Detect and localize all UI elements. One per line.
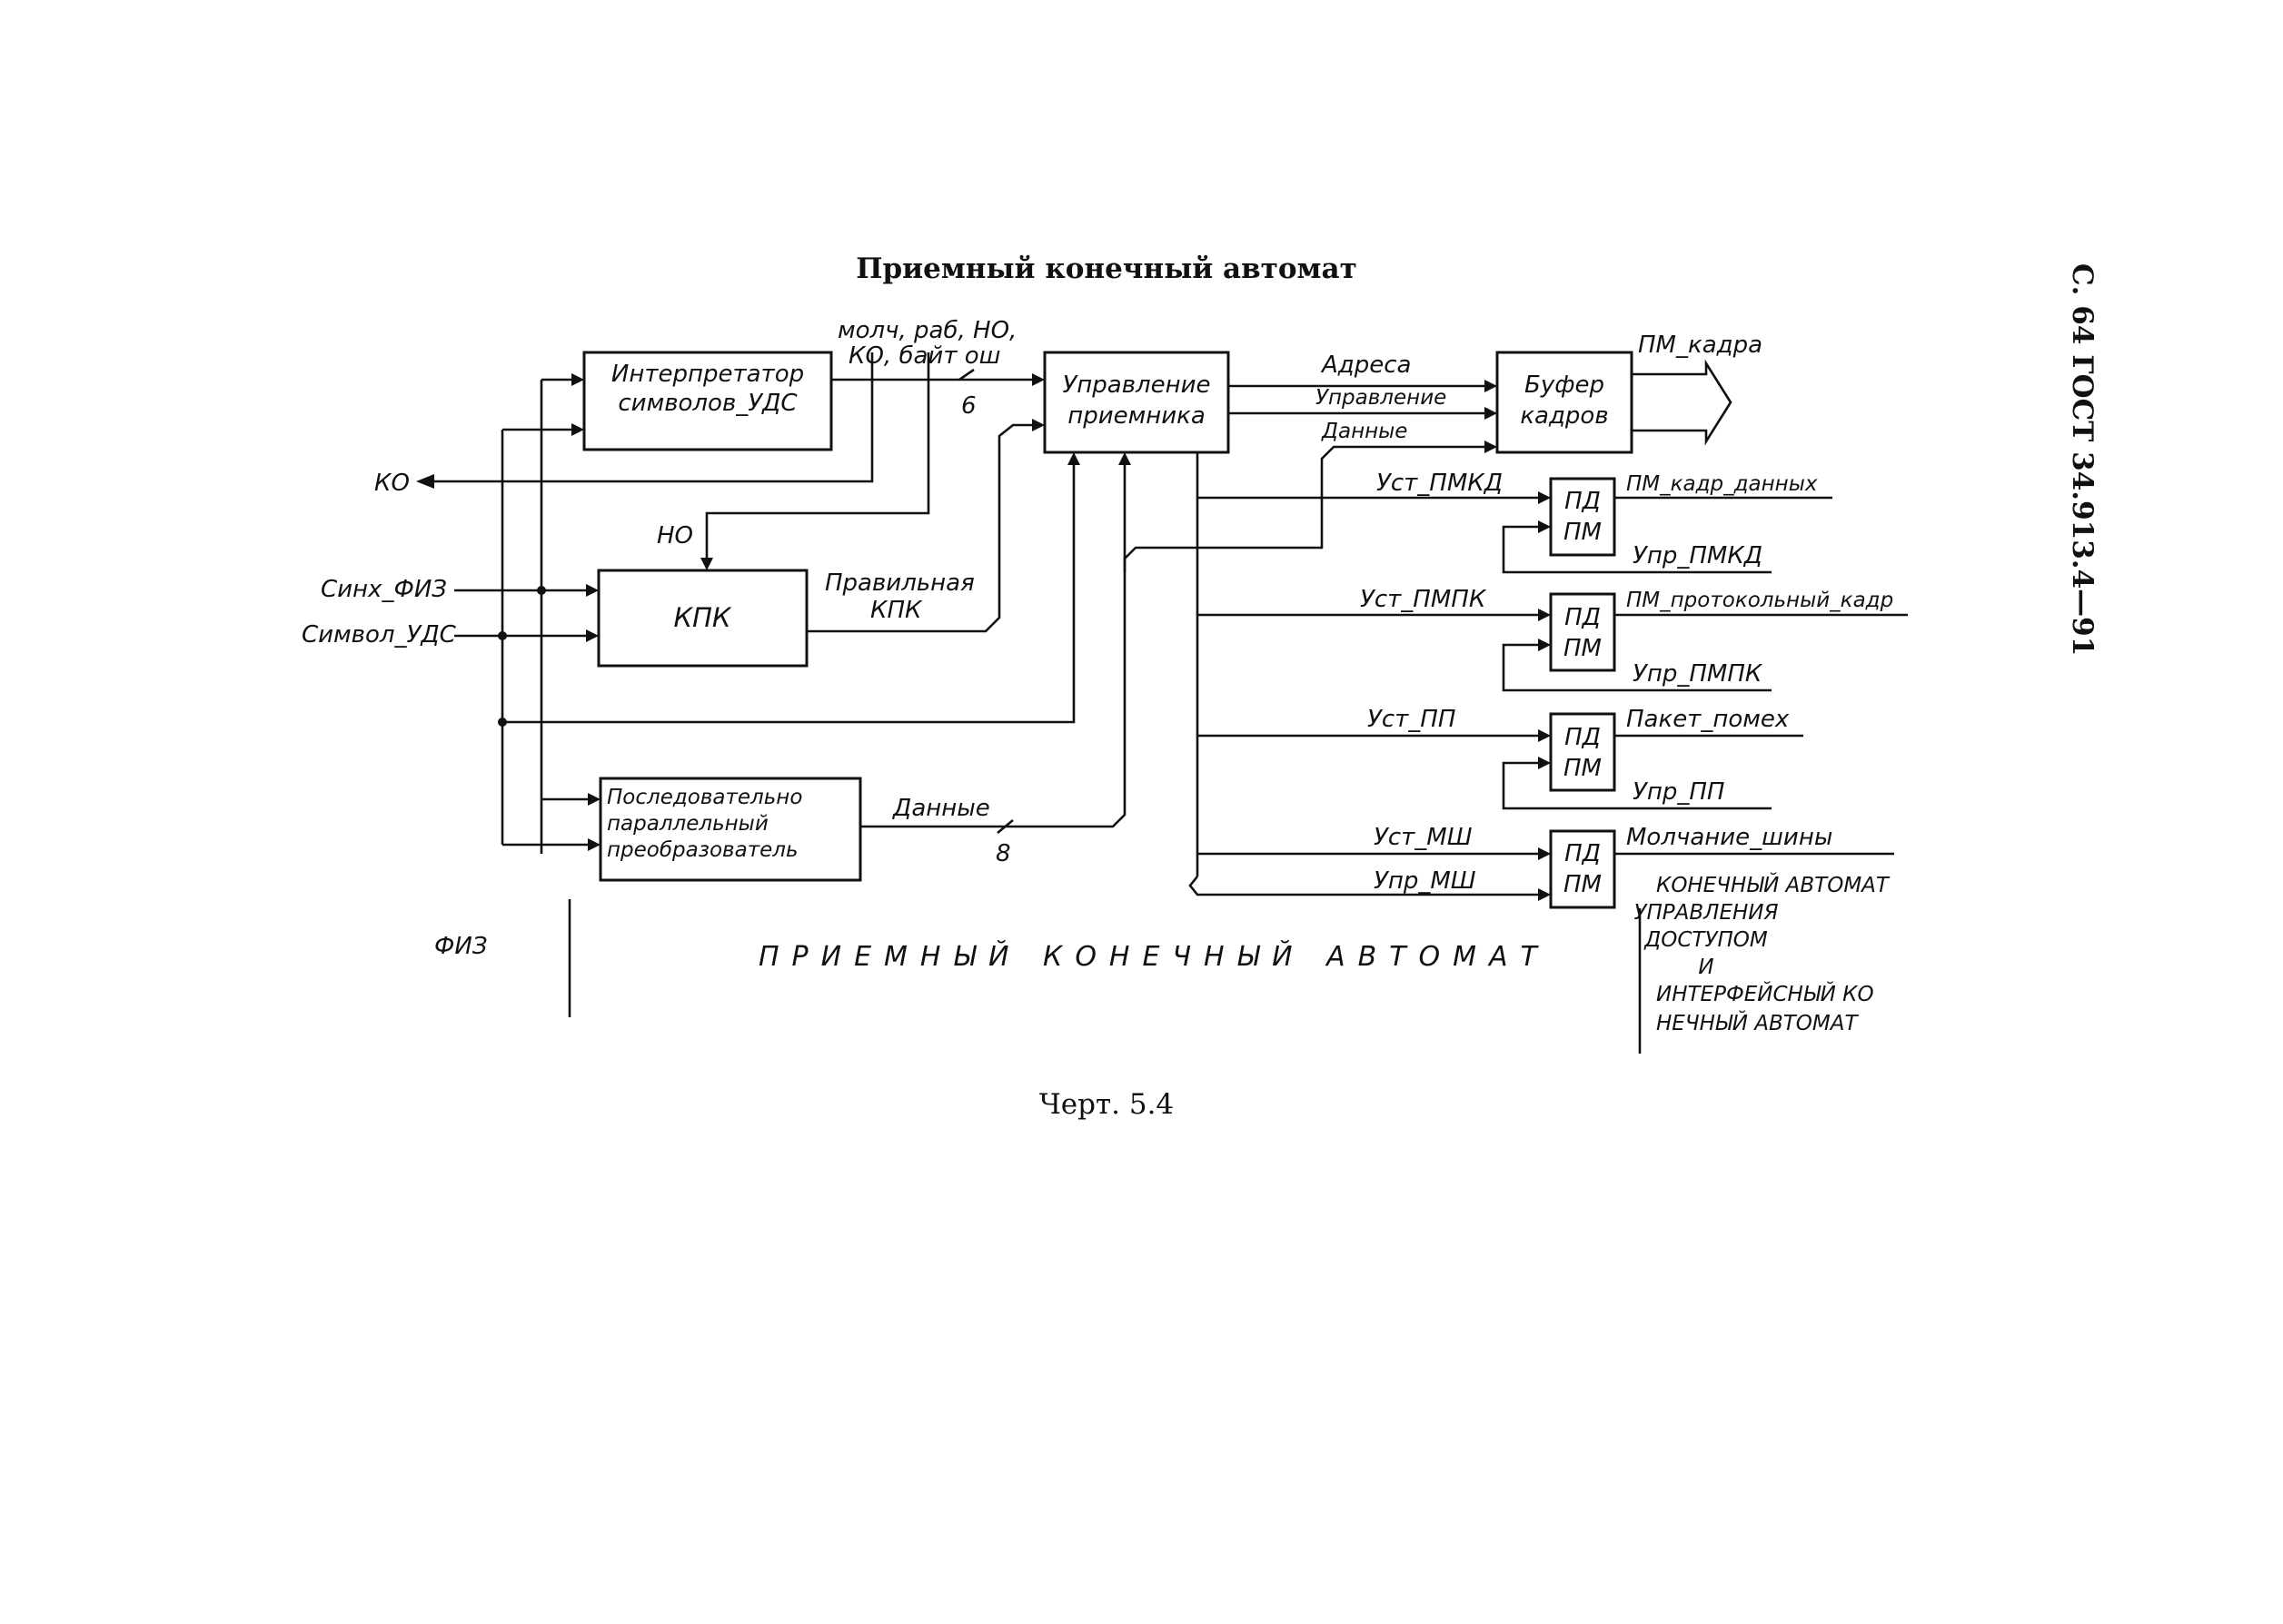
kpk-label: КПК	[674, 602, 732, 633]
receiver-control-block: Управление приемника	[1043, 351, 1230, 454]
upr-label: Упр_ПМКД	[1633, 542, 1762, 569]
buffer-label-2: кадров	[1520, 402, 1608, 430]
svg-text:ПД: ПД	[1564, 724, 1601, 751]
pm-frame-label: ПМ_кадра	[1638, 332, 1762, 359]
pd-output-label: Молчание_шины	[1626, 824, 1832, 851]
svg-text:ПД: ПД	[1564, 488, 1601, 515]
data-signal-label: Данные	[1321, 420, 1407, 443]
converter-data-label: Данные	[892, 795, 990, 822]
converter-label-2: параллельный	[607, 812, 769, 836]
junction-dots	[498, 586, 546, 727]
svg-text:ПМ: ПМ	[1563, 755, 1602, 782]
buffer-label-1: Буфер	[1524, 371, 1604, 399]
ust-label: Уст_ПМПК	[1360, 586, 1487, 613]
bus-width-6: 6	[961, 392, 977, 420]
interpreter-label-1: Интерпретатор	[611, 361, 804, 388]
interpreter-block: Интерпретатор символов_УДС	[582, 351, 833, 451]
converter-block: Последовательно параллельный преобразова…	[599, 777, 862, 882]
pd-output-label: ПМ_кадр_данных	[1626, 472, 1818, 496]
symbol-input-label: Символ_УДС	[302, 621, 457, 649]
svg-text:ПД: ПД	[1564, 840, 1601, 867]
svg-text:ПМ: ПМ	[1563, 519, 1602, 546]
kpk-block: КПК	[597, 569, 809, 668]
addresses-label: Адреса	[1320, 352, 1412, 379]
control-label-2: приемника	[1067, 402, 1206, 430]
arrowheads	[416, 373, 1551, 901]
pdpm-block: ПД ПМ	[1549, 477, 1616, 557]
pd-output-label: Пакет_помех	[1626, 706, 1790, 733]
sync-input-label: Синх_ФИЗ	[321, 576, 447, 603]
ko-output-label: КО	[374, 470, 410, 497]
connection-lines	[431, 352, 1908, 1054]
pd-output-label: ПМ_протокольный_кадр	[1626, 589, 1893, 612]
upr-label: Упр_ПМПК	[1633, 660, 1763, 688]
upr-label: Упр_МШ	[1374, 867, 1476, 895]
valid-kpk-label-1: Правильная	[825, 569, 975, 597]
right-zone-line5: ИНТЕРФЕЙСНЫЙ КО	[1656, 981, 1874, 1006]
phys-zone-label: ФИЗ	[434, 933, 488, 960]
converter-label-1: Последовательно	[607, 786, 802, 809]
pdpm-block: ПД ПМ	[1549, 712, 1616, 792]
frame-buffer-block: Буфер кадров	[1495, 351, 1633, 454]
figure-caption: Черт. 5.4	[1039, 1088, 1174, 1121]
status-signals-line1: молч, раб, НО,	[838, 317, 1017, 344]
ust-label: Уст_ПМКД	[1376, 470, 1503, 497]
svg-text:ПМ: ПМ	[1563, 871, 1602, 898]
right-zone-line1: КОНЕЧНЫЙ АВТОМАТ	[1656, 872, 1891, 897]
control-label-1: Управление	[1062, 371, 1210, 399]
right-zone-line2: УПРАВЛЕНИЯ	[1633, 901, 1778, 925]
svg-text:ПМ: ПМ	[1563, 635, 1602, 662]
pdpm-block: ПД ПМ	[1549, 829, 1616, 909]
right-zone-line6: НЕЧНЫЙ АВТОМАТ	[1656, 1010, 1859, 1035]
valid-kpk-label-2: КПК	[870, 597, 923, 624]
control-signal-label: Управление	[1315, 386, 1446, 410]
interpreter-label-2: символов_УДС	[618, 390, 798, 417]
pdpm-block: ПД ПМ	[1549, 592, 1616, 672]
ust-label: Уст_ПП	[1367, 706, 1455, 733]
ust-label: Уст_МШ	[1374, 824, 1473, 851]
diagram-heading: Приемный конечный автомат	[856, 253, 1357, 285]
right-zone-line3: ДОСТУПОМ	[1643, 928, 1768, 952]
page-header-vertical: С. 64 ГОСТ 34.913.4—91	[2066, 263, 2099, 656]
upr-label: Упр_ПП	[1633, 778, 1724, 806]
svg-text:ПД: ПД	[1564, 604, 1601, 631]
right-zone-line4: И	[1698, 956, 1713, 979]
receiver-zone-label: ПРИЕМНЫЙ КОНЕЧНЫЙ АВТОМАТ	[759, 940, 1550, 973]
bus-width-8: 8	[996, 840, 1011, 867]
no-label: НО	[657, 522, 693, 550]
converter-label-3: преобразователь	[607, 838, 799, 862]
status-signals-line2: КО, байт ош	[849, 342, 1000, 370]
